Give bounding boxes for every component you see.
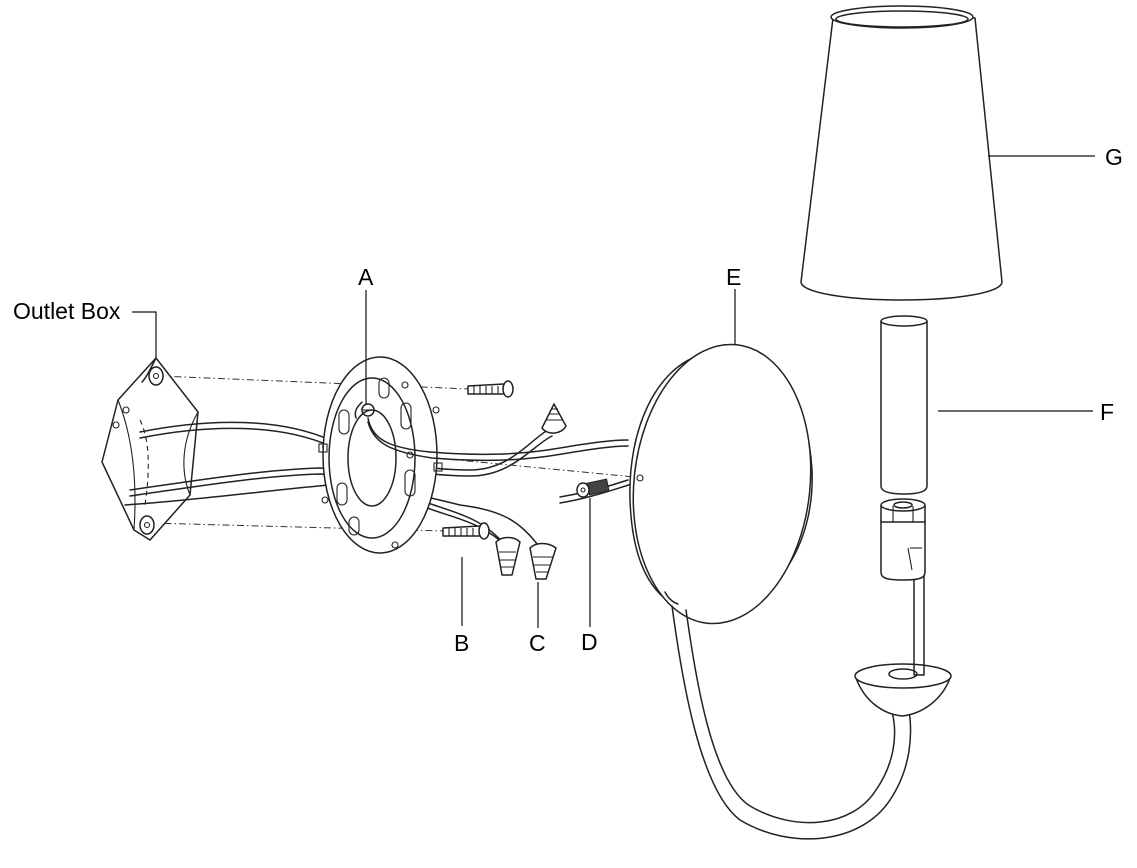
- mounting-plate: [318, 356, 443, 554]
- mounting-screw-upper: [467, 380, 514, 398]
- canopy-backplate: [629, 343, 813, 625]
- label-f: F: [1100, 399, 1115, 425]
- candle-cup: [854, 663, 952, 717]
- label-a: A: [358, 264, 374, 290]
- label-b: B: [454, 630, 470, 656]
- sconce-arm: [671, 605, 912, 840]
- candle-sleeve: [880, 315, 928, 495]
- lamp-shade: [800, 5, 1003, 301]
- ground-wires: [367, 417, 629, 462]
- socket-assembly: [880, 498, 926, 676]
- label-c: C: [529, 630, 546, 656]
- wire-connector-left: [495, 536, 521, 576]
- label-d: D: [581, 629, 598, 655]
- label-g: G: [1105, 144, 1123, 170]
- wire-connector-right: [529, 542, 557, 580]
- outlet-box: [101, 357, 199, 541]
- mounting-screw-lower: [442, 522, 490, 540]
- label-outlet-box: Outlet Box: [13, 298, 121, 324]
- wire-connector-top: [541, 403, 567, 434]
- label-e: E: [726, 264, 742, 290]
- threaded-nipple: [559, 478, 633, 504]
- leader-lines: [132, 155, 1095, 628]
